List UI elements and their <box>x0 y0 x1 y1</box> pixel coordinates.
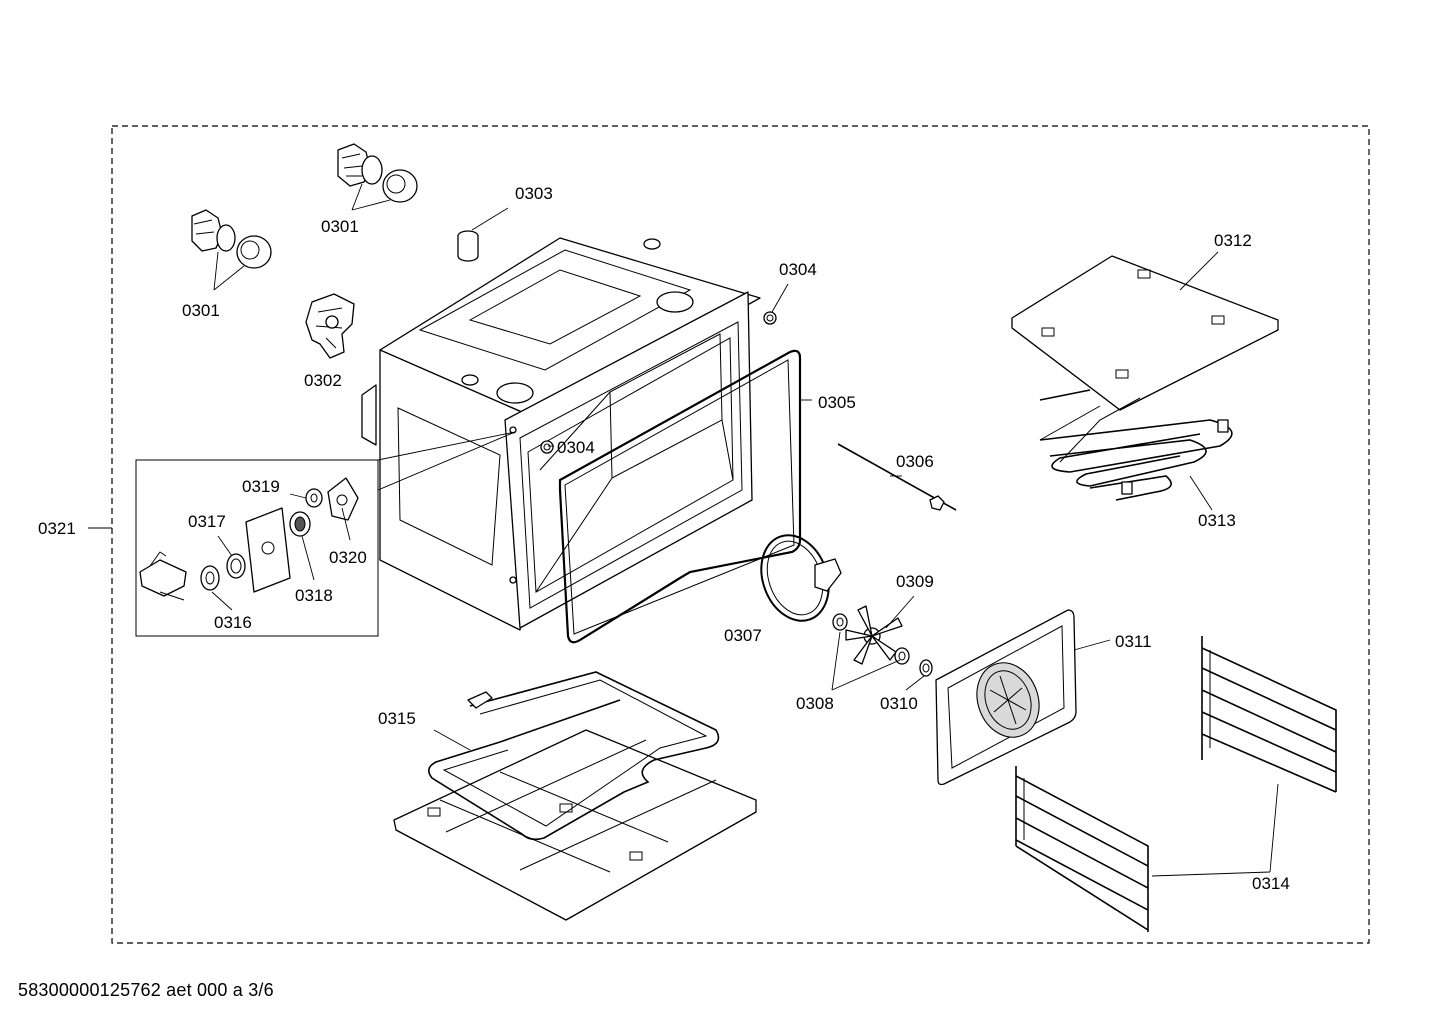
side-rack-right-0314[interactable] <box>1201 636 1337 793</box>
label-0316: 0316 <box>214 613 252 632</box>
sensor-0302[interactable] <box>305 293 355 359</box>
label-0314: 0314 <box>1252 874 1290 893</box>
label-0304-upper: 0304 <box>779 260 817 279</box>
label-0321: 0321 <box>38 519 76 538</box>
lamp-holder-upper[interactable] <box>337 143 418 203</box>
label-0319: 0319 <box>242 477 280 496</box>
nut-0304-upper[interactable] <box>763 311 777 325</box>
assembly-boundary <box>111 125 1370 944</box>
label-0305: 0305 <box>818 393 856 412</box>
label-0304-lower: 0304 <box>557 438 595 457</box>
label-0317: 0317 <box>188 512 226 531</box>
label-0315: 0315 <box>378 709 416 728</box>
circular-heater-0307[interactable] <box>750 526 842 631</box>
label-0303: 0303 <box>515 184 553 203</box>
leader-lines <box>88 183 1279 877</box>
bottom-heater-0315[interactable] <box>428 671 720 841</box>
label-0320: 0320 <box>329 548 367 567</box>
washer-0308[interactable] <box>832 613 848 631</box>
label-0308: 0308 <box>796 694 834 713</box>
label-0307: 0307 <box>724 626 762 645</box>
gasket-plate[interactable] <box>245 507 291 593</box>
nut-0304-lower[interactable] <box>540 440 554 454</box>
label-0306: 0306 <box>896 452 934 471</box>
nut-0318[interactable] <box>289 511 311 537</box>
oven-cavity[interactable] <box>361 237 761 631</box>
lamp-socket-0316[interactable] <box>139 551 220 601</box>
lamp-holder-left[interactable] <box>191 209 272 269</box>
fan-cover-0311[interactable] <box>935 609 1077 786</box>
bracket-0320[interactable] <box>327 477 359 521</box>
label-0302: 0302 <box>304 371 342 390</box>
part-number-labels: 0301 0301 0302 0303 0304 0304 0305 0306 … <box>38 184 1290 893</box>
label-0313: 0313 <box>1198 511 1236 530</box>
label-0309: 0309 <box>896 572 934 591</box>
ring-0317[interactable] <box>226 553 246 579</box>
vent-pipe-0303[interactable] <box>457 230 479 262</box>
label-0312: 0312 <box>1214 231 1252 250</box>
nut-0310[interactable] <box>919 659 933 677</box>
label-0301-left: 0301 <box>182 301 220 320</box>
label-0311: 0311 <box>1115 632 1152 651</box>
label-0318: 0318 <box>295 586 333 605</box>
label-0301-upper: 0301 <box>321 217 359 236</box>
fan-wheel-0309[interactable] <box>845 605 910 665</box>
rod-sensor-0306[interactable] <box>837 443 957 511</box>
top-plate-0312[interactable] <box>1011 255 1279 411</box>
detail-inset <box>135 459 379 637</box>
top-heater-0313[interactable] <box>1039 389 1233 501</box>
label-0310: 0310 <box>880 694 918 713</box>
document-id: 58300000125762 aet 000 a 3/6 <box>18 980 274 1000</box>
side-rack-left-0314[interactable] <box>1015 766 1149 932</box>
bushing-0319[interactable] <box>305 488 323 508</box>
door-seal-0305[interactable] <box>558 349 802 644</box>
